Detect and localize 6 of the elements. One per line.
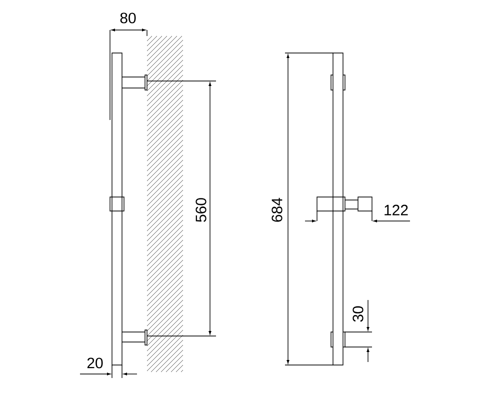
dimension-label: 30: [352, 306, 364, 322]
dimension-label: 560: [196, 198, 206, 222]
dimension-label: 80: [120, 12, 136, 24]
dimension-label: 122: [384, 204, 408, 216]
dimension-label: 20: [87, 358, 103, 368]
dimension-label: 684: [272, 198, 282, 222]
